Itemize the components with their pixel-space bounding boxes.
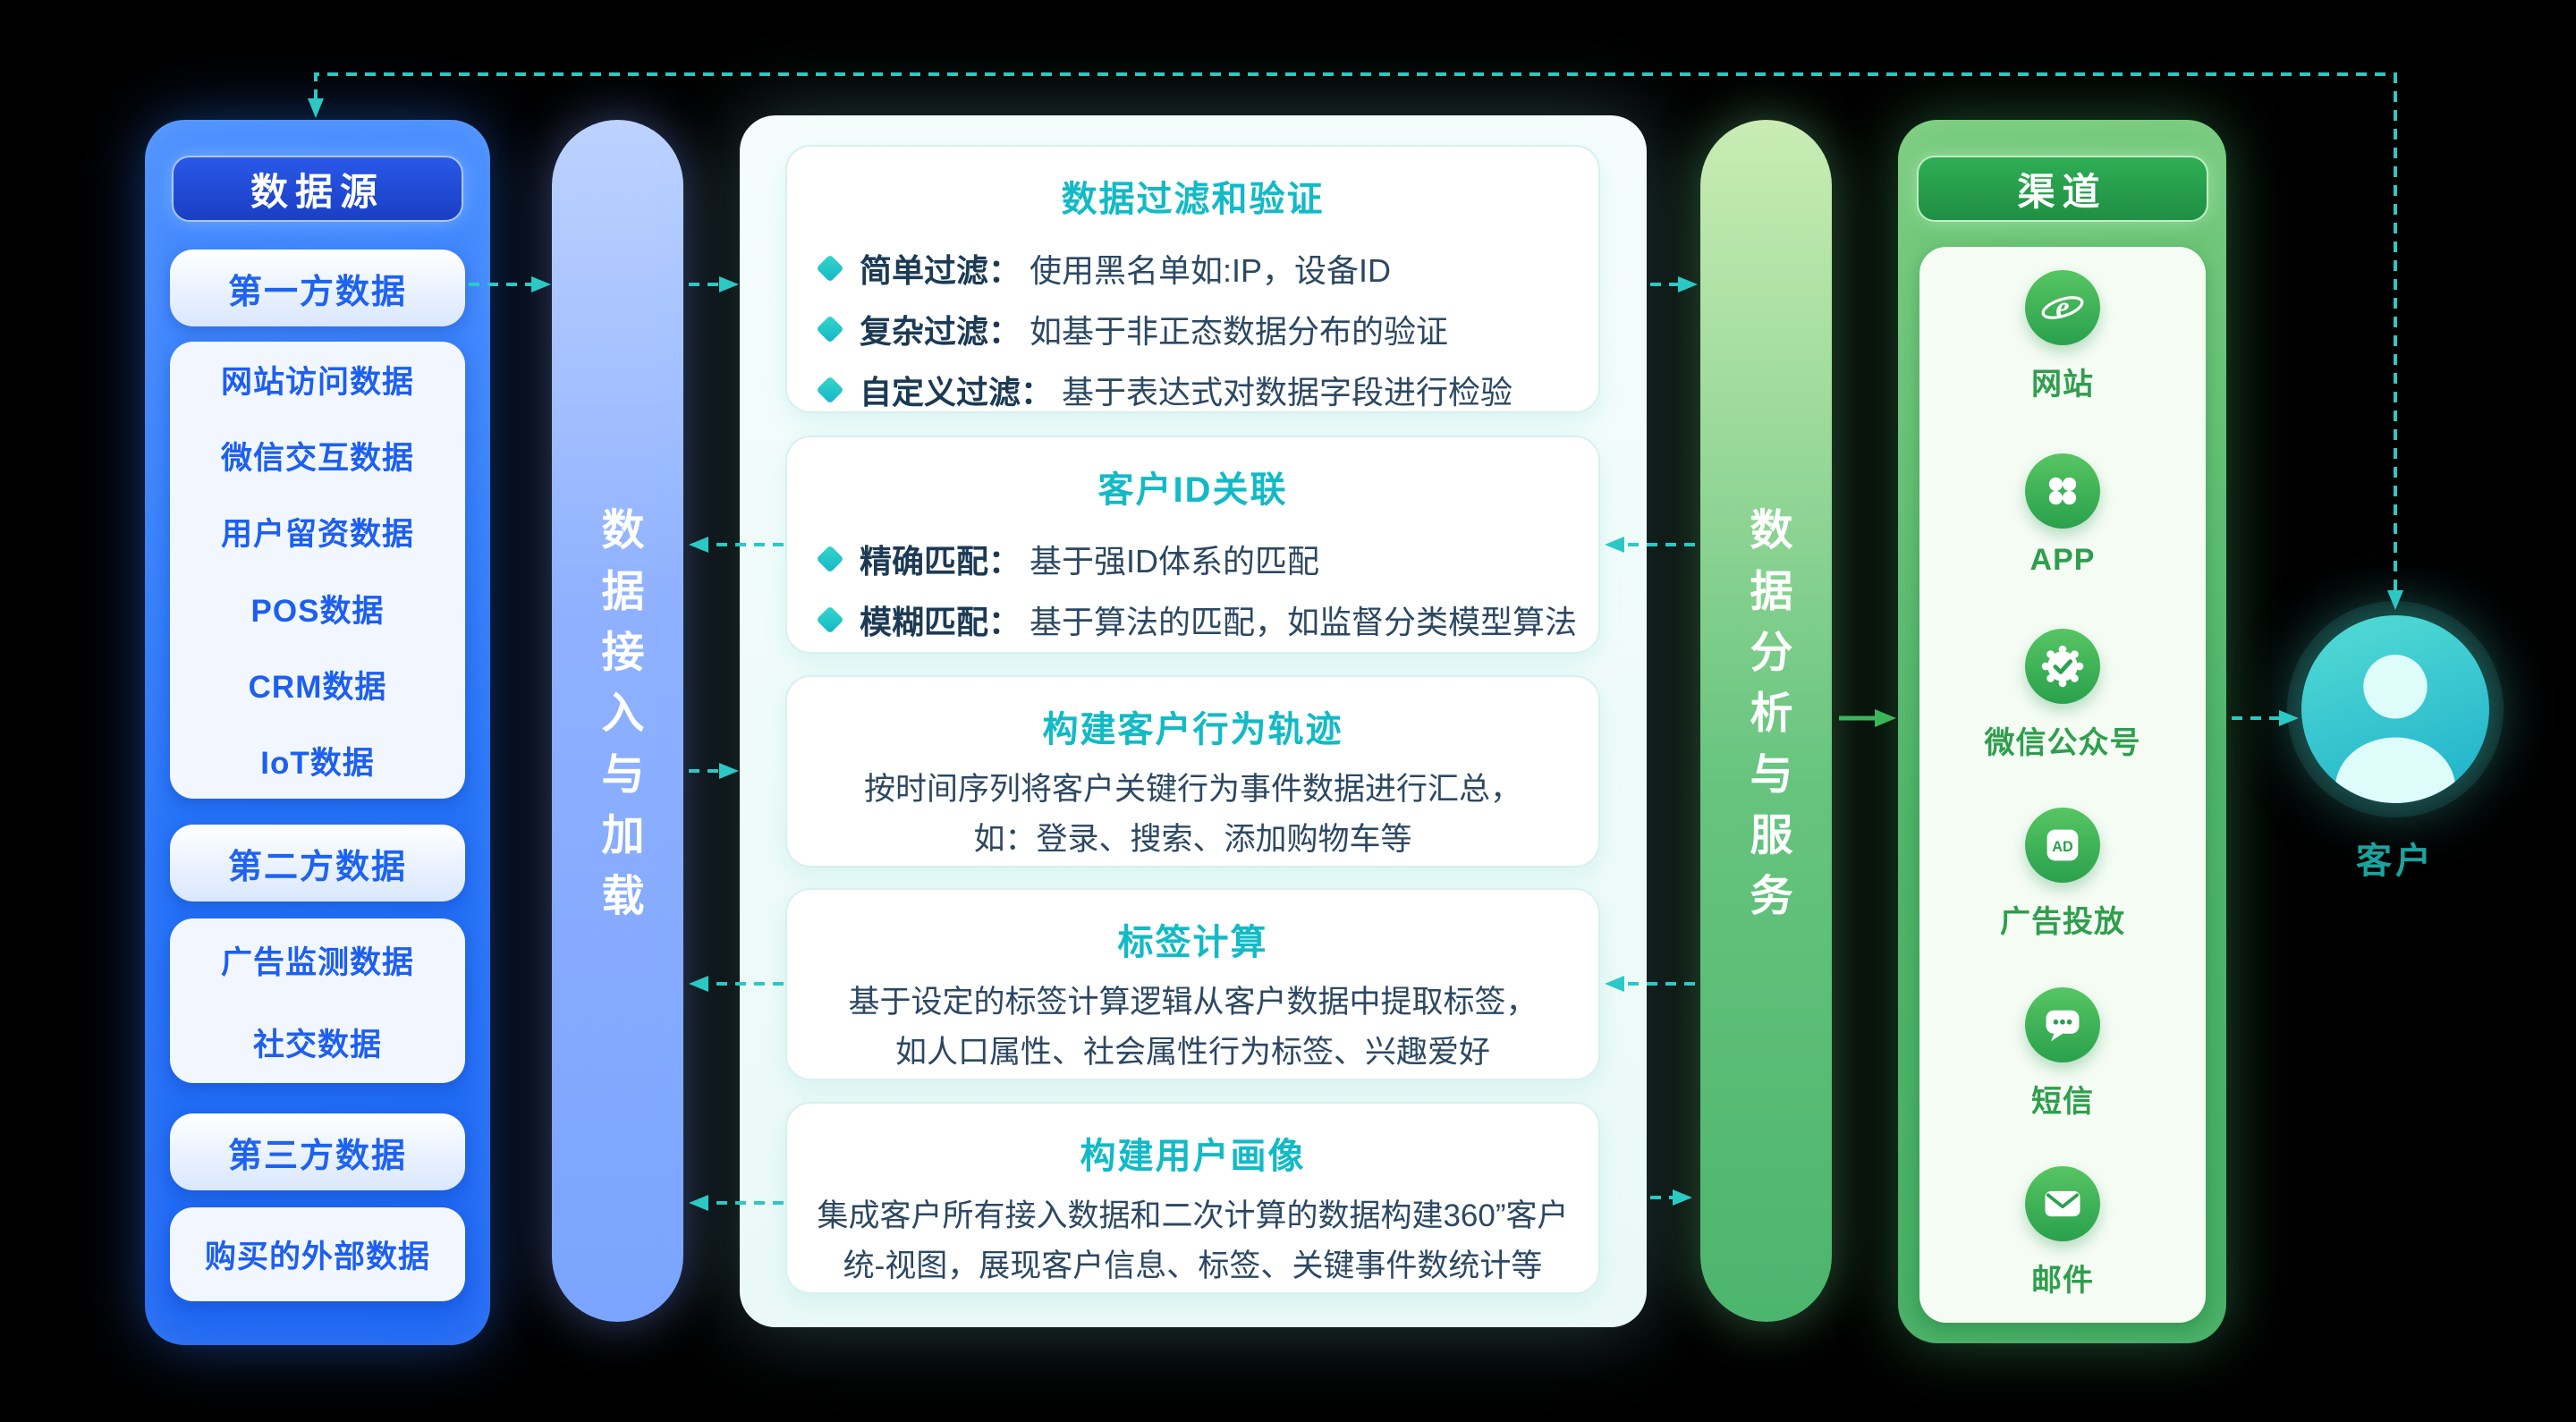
list-item: IoT数据 <box>260 745 375 781</box>
process-box-user-profile: 构建用户画像 集成客户所有接入数据和二次计算的数据构建360”客户 统-视图，展… <box>785 1102 1600 1294</box>
process-box-text-line: 集成客户所有接入数据和二次计算的数据构建360”客户 <box>817 1198 1569 1233</box>
process-box-title: 客户ID关联 <box>1097 470 1288 510</box>
ad-icon: AD <box>2025 808 2100 884</box>
list-item: POS数据 <box>250 593 385 629</box>
process-box-filtering: 数据过滤和验证 简单过滤： 使用黑名单如:IP，设备ID 复杂过滤： 如基于非正… <box>785 145 1600 413</box>
bullet-text: 基于表达式对数据字段进行检验 <box>1062 374 1513 411</box>
channel-item-website: e 网站 <box>1919 247 2206 427</box>
diamond-icon <box>816 315 844 343</box>
diamond-icon <box>816 605 844 634</box>
process-box-text-line: 如人口属性、社会属性行为标签、兴趣爱好 <box>894 1035 1490 1070</box>
bullet-label: 复杂过滤： <box>860 313 1021 350</box>
wechat-official-icon <box>2025 628 2100 704</box>
process-box-behavior-track: 构建客户行为轨迹 按时间序列将客户关键行为事件数据进行汇总， 如：登录、搜索、添… <box>785 675 1600 868</box>
process-box-title: 数据过滤和验证 <box>1061 180 1325 219</box>
list-item: 广告监测数据 <box>220 944 414 980</box>
channel-item-wechat-official: 微信公众号 <box>1919 605 2206 785</box>
bullet-label: 模糊匹配： <box>860 604 1021 640</box>
list-item: 微信交互数据 <box>220 441 414 477</box>
bullet-row: 模糊匹配： 基于算法的匹配，如监督分类模型算法 <box>816 589 1598 650</box>
diamond-icon <box>816 254 844 283</box>
list-item: 社交数据 <box>252 1027 382 1062</box>
channels-board: e 网站 APP <box>1919 247 2206 1323</box>
bullet-text: 基于算法的匹配，如监督分类模型算法 <box>1030 604 1578 640</box>
first-party-list: 网站访问数据 微信交互数据 用户留资数据 POS数据 CRM数据 IoT数据 <box>170 342 465 799</box>
analysis-bar: 数据分析与服务 <box>1700 120 1832 1322</box>
group-header-first-party: 第一方数据 <box>170 250 465 326</box>
app-icon <box>2025 453 2100 529</box>
channel-item-email: 邮件 <box>1919 1144 2206 1324</box>
bullet-text: 基于强ID体系的匹配 <box>1030 543 1320 580</box>
bullet-label: 精确匹配： <box>860 543 1021 580</box>
channel-item-app: APP <box>1919 427 2206 606</box>
analysis-bar-label: 数据分析与服务 <box>1742 507 1791 935</box>
ingest-bar-label: 数据接入与加载 <box>594 507 642 935</box>
channel-item-sms: 短信 <box>1919 964 2206 1144</box>
ingest-bar: 数据接入与加载 <box>552 120 683 1322</box>
list-item: 网站访问数据 <box>220 365 414 401</box>
customer-avatar <box>2301 615 2489 803</box>
svg-text:AD: AD <box>2052 839 2073 855</box>
bullet-row: 自定义过滤： 基于表达式对数据字段进行检验 <box>816 360 1598 420</box>
bullet-row: 精确匹配： 基于强ID体系的匹配 <box>816 529 1598 589</box>
process-box-text-line: 如：登录、搜索、添加购物车等 <box>973 822 1412 857</box>
email-icon <box>2025 1166 2100 1242</box>
channel-label: 短信 <box>2031 1084 2094 1119</box>
data-sources-panel: 数据源 第一方数据 网站访问数据 微信交互数据 用户留资数据 POS数据 CRM… <box>145 120 490 1345</box>
browser-icon: e <box>2025 269 2100 345</box>
process-box-text-line: 基于设定的标签计算逻辑从客户数据中提取标签， <box>848 985 1538 1020</box>
process-box-title: 构建客户行为轨迹 <box>1042 710 1343 749</box>
svg-text:e: e <box>2055 291 2069 325</box>
channel-label: 网站 <box>2031 367 2094 402</box>
process-box-text-line: 统-视图，展现客户信息、标签、关键事件数统计等 <box>843 1248 1543 1283</box>
process-box-title: 标签计算 <box>1117 923 1268 962</box>
third-party-list: 购买的外部数据 <box>170 1207 465 1301</box>
channels-title: 渠道 <box>1916 156 2208 222</box>
list-item: 购买的外部数据 <box>204 1240 430 1274</box>
channel-label: APP <box>2029 543 2096 578</box>
bullet-label: 自定义过滤： <box>860 374 1054 411</box>
process-box-id-mapping: 客户ID关联 精确匹配： 基于强ID体系的匹配 模糊匹配： 基于算法的匹配，如监… <box>785 436 1600 654</box>
person-icon <box>2334 655 2456 803</box>
bullet-label: 简单过滤： <box>860 252 1021 289</box>
list-item: 用户留资数据 <box>220 517 414 553</box>
second-party-list: 广告监测数据 社交数据 <box>170 918 465 1083</box>
bullet-row: 复杂过滤： 如基于非正态数据分布的验证 <box>816 299 1598 360</box>
group-header-second-party: 第二方数据 <box>170 825 465 901</box>
channels-panel: 渠道 e 网站 APP <box>1898 120 2226 1343</box>
list-item: CRM数据 <box>248 669 387 705</box>
data-sources-title: 数据源 <box>172 156 463 222</box>
channel-item-ad: AD 广告投放 <box>1919 785 2206 965</box>
channel-label: 邮件 <box>2031 1264 2094 1299</box>
bullet-text: 如基于非正态数据分布的验证 <box>1030 313 1449 350</box>
bullet-text: 使用黑名单如:IP，设备ID <box>1030 252 1392 289</box>
processing-panel: 数据过滤和验证 简单过滤： 使用黑名单如:IP，设备ID 复杂过滤： 如基于非正… <box>740 115 1647 1327</box>
channel-label: 微信公众号 <box>1984 725 2141 760</box>
group-header-third-party: 第三方数据 <box>170 1113 465 1190</box>
sms-icon <box>2025 986 2100 1062</box>
channel-label: 广告投放 <box>2000 905 2125 940</box>
diamond-icon <box>816 545 844 573</box>
customer-label: 客户 <box>2356 842 2435 881</box>
process-box-text-line: 按时间序列将客户关键行为事件数据进行汇总， <box>863 772 1521 807</box>
bullet-row: 简单过滤： 使用黑名单如:IP，设备ID <box>816 238 1598 299</box>
process-box-title: 构建用户画像 <box>1080 1137 1306 1176</box>
process-box-tag-compute: 标签计算 基于设定的标签计算逻辑从客户数据中提取标签， 如人口属性、社会属性行为… <box>785 888 1600 1080</box>
diamond-icon <box>816 376 844 404</box>
